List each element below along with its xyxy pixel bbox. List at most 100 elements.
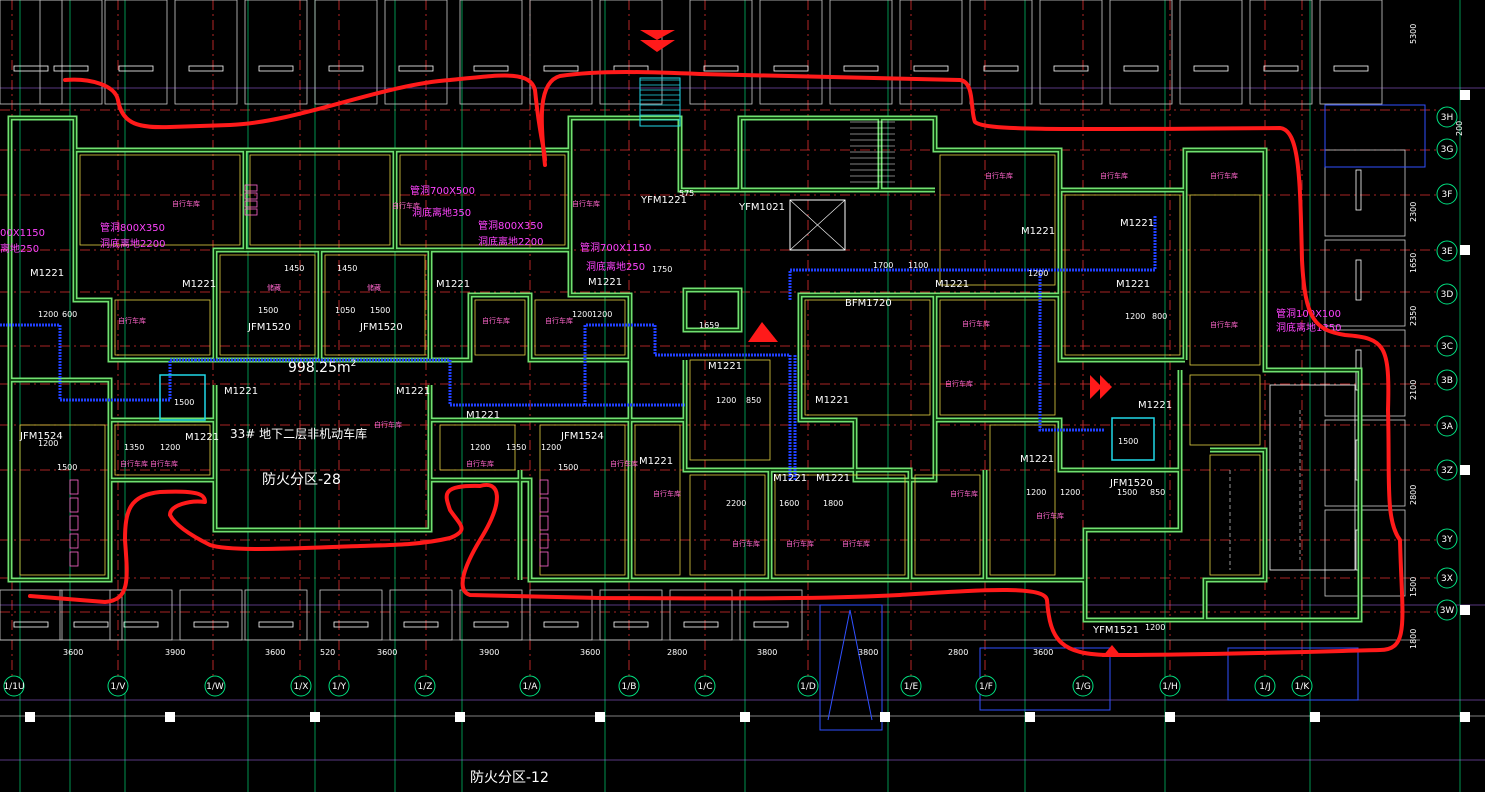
- parking-bay: [104, 0, 168, 105]
- bike-rack: [539, 533, 549, 549]
- opening-note: 管洞700X500: [410, 184, 475, 197]
- wheel-stop: [543, 65, 579, 72]
- grid-square: [1460, 245, 1470, 255]
- room-outline: [989, 424, 1056, 576]
- grid-square: [25, 712, 35, 722]
- room-label: 自行车库: [374, 420, 402, 429]
- room-label: 自行车库: [945, 379, 973, 388]
- axis-bubble: [1436, 335, 1458, 357]
- grid-square: [1025, 712, 1035, 722]
- axis-bubble-label: 1/V: [111, 682, 127, 692]
- grid-square: [310, 712, 320, 722]
- door-label: M1221: [30, 268, 64, 279]
- bottom-dimension: 3900: [479, 648, 499, 657]
- door-label: M1221: [1116, 279, 1150, 290]
- room-outline: [1064, 194, 1181, 356]
- arrow-down: [640, 30, 675, 40]
- room-label: 自行车库: [482, 316, 510, 325]
- axis-bubble-label: 3Z: [1441, 466, 1453, 476]
- room-outline: [689, 359, 771, 461]
- room-label: 自行车库: [545, 316, 573, 325]
- parking-bay: [314, 0, 378, 105]
- parking-bay: [1179, 0, 1243, 105]
- door-label: M1221: [816, 473, 850, 484]
- door-label: M1221: [182, 279, 216, 290]
- wheel-stop: [403, 621, 439, 628]
- door-label: M1221: [224, 386, 258, 397]
- parking-bay: [389, 589, 453, 641]
- axis-bubble: [1436, 138, 1458, 160]
- room-outline: [324, 254, 426, 356]
- dimension-label: 1200: [572, 310, 592, 319]
- dimension-label: 1200: [1060, 488, 1080, 497]
- wall-core: [935, 294, 1185, 361]
- dimension-label: 1200: [38, 439, 58, 448]
- right-dimension: 2350: [1409, 306, 1418, 326]
- axis-bubble-label: 3C: [1441, 342, 1453, 352]
- bike-rack: [539, 479, 549, 495]
- wheel-stop: [983, 65, 1019, 72]
- bike-rack: [69, 515, 79, 531]
- stairs: [159, 77, 1356, 571]
- wheel-stop: [73, 621, 109, 628]
- parking-bay: [459, 589, 523, 641]
- wall: [627, 360, 688, 423]
- dimension-label: 575: [679, 189, 694, 198]
- parking-bay: [529, 589, 593, 641]
- grid-square: [595, 712, 605, 722]
- arrow-right: [1100, 375, 1112, 399]
- axis-bubble: [1436, 240, 1458, 262]
- door-label: M1221: [639, 456, 673, 467]
- parking-bay: [829, 0, 893, 105]
- axis-bubble: [1436, 567, 1458, 589]
- wall: [72, 150, 248, 363]
- room-label: 自行车库: [610, 459, 638, 468]
- room-outline: [534, 299, 626, 356]
- opening-notes: 管洞700X500洞底离地350管洞800X350洞底离地2200管洞800X3…: [0, 184, 1341, 334]
- room-outline: [114, 424, 211, 476]
- parking-bays: [0, 0, 1406, 641]
- room-label: 自行车库: [172, 199, 200, 208]
- door-label: M1221: [935, 279, 969, 290]
- room-outline: [399, 154, 566, 246]
- parking-bay: [59, 589, 123, 641]
- bike-rack: [539, 497, 549, 513]
- axis-bubble-label: 1/D: [800, 682, 816, 692]
- parking-bay: [669, 589, 733, 641]
- room-label: 自行车库: [950, 489, 978, 498]
- shaft: [159, 374, 206, 421]
- door-label: JFM1524: [19, 431, 63, 442]
- room-outline: [939, 299, 1056, 416]
- room-label: 储藏: [267, 283, 281, 292]
- evacuation-route: [28, 70, 1405, 657]
- room-label: 自行车库: [1036, 511, 1064, 520]
- axis-bubble: [328, 675, 350, 697]
- dimension-label: 1600: [779, 499, 799, 508]
- axis-bubble: [1159, 675, 1181, 697]
- dimension-label: 1200: [1028, 269, 1048, 278]
- parking-bay: [1249, 0, 1313, 105]
- room-labels: 自行车库自行车库自行车库自行车库自行车库自行车库自行车库自行车库自行车库自行车库…: [118, 171, 1238, 548]
- entrance-frame: [819, 604, 883, 731]
- dimension-label: 1500: [57, 463, 77, 472]
- axis-bubble-label: 3X: [1441, 574, 1453, 584]
- room-label: 自行车库: [732, 539, 760, 548]
- parking-bay-right: [1324, 149, 1406, 237]
- axis-bubble: [3, 675, 25, 697]
- parking-bay: [109, 589, 173, 641]
- room-outline: [474, 299, 526, 356]
- opening-note: 管洞100X100: [1276, 307, 1341, 320]
- room-label: 自行车库: [392, 201, 420, 210]
- axis-bubble: [1436, 369, 1458, 391]
- duct: [788, 215, 1157, 300]
- dimension-label: 2200: [726, 499, 746, 508]
- wheel-stop: [753, 621, 789, 628]
- room-label: 自行车库: [118, 316, 146, 325]
- grid-square: [1460, 465, 1470, 475]
- bottom-dimension: 520: [320, 648, 335, 657]
- wall-core: [1204, 449, 1266, 620]
